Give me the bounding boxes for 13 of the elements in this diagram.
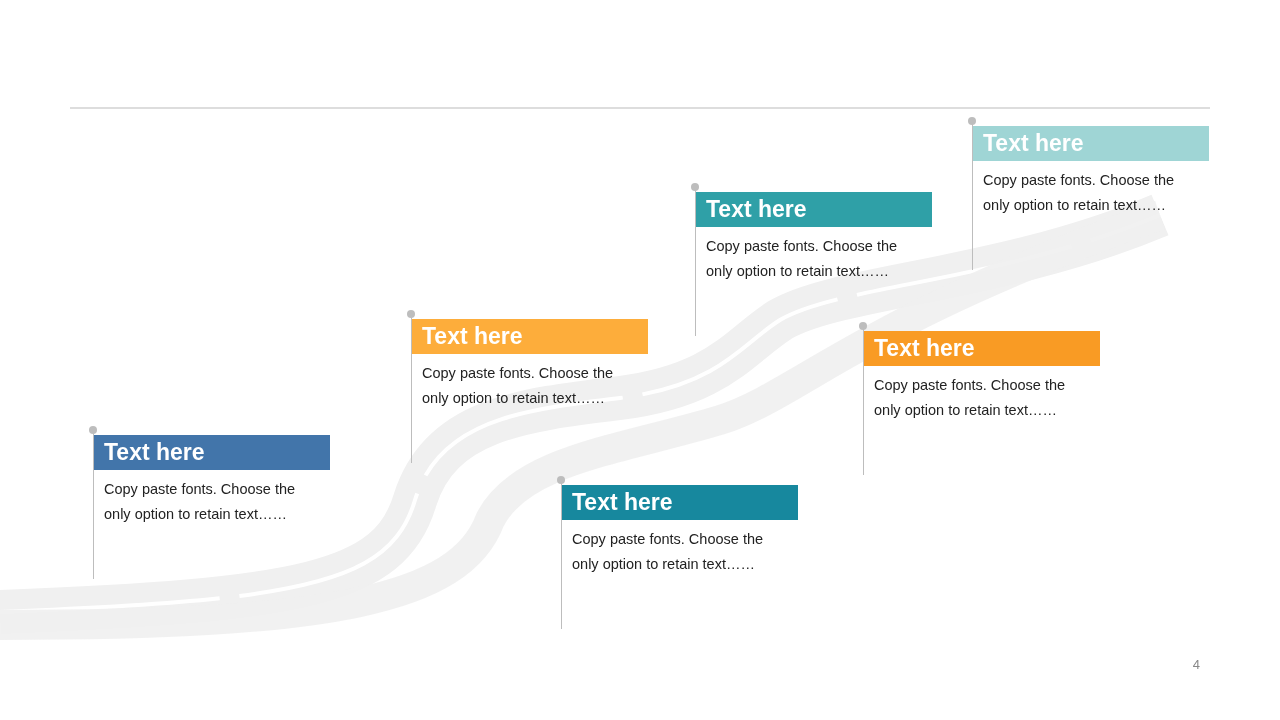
flag-description: Copy paste fonts. Choose the only option to retain text…… — [104, 480, 297, 524]
flag-description: Copy paste fonts. Choose the only option to retain text…… — [422, 364, 615, 408]
page-number: 4 — [1192, 657, 1200, 672]
flag-description: Copy paste fonts. Choose the only option to retain text…… — [572, 530, 765, 574]
flag-heading: Text here — [696, 192, 932, 227]
flag-heading: Text here — [562, 485, 798, 520]
flag-heading: Text here — [973, 126, 1209, 161]
flag-heading: Text here — [864, 331, 1100, 366]
flag-heading: Text here — [94, 435, 330, 470]
flag-description: Copy paste fonts. Choose the only option to retain text…… — [874, 376, 1067, 420]
flag-heading: Text here — [412, 319, 648, 354]
flag-description: Copy paste fonts. Choose the only option to retain text…… — [983, 171, 1176, 215]
flag-description: Copy paste fonts. Choose the only option to retain text…… — [706, 237, 899, 281]
